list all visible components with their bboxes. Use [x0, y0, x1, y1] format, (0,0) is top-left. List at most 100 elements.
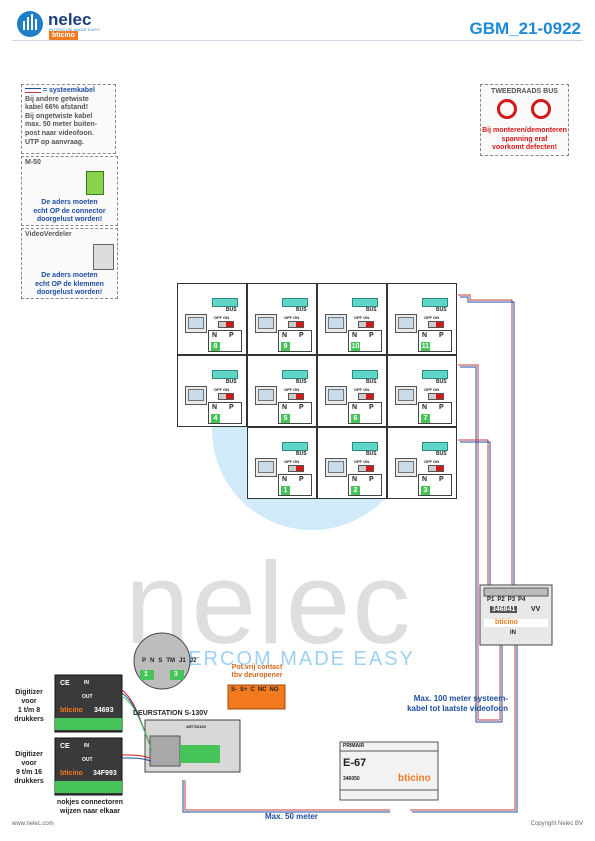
distributor-brand: bticino [495, 619, 518, 626]
bus-terminal-icon [352, 298, 378, 307]
cable-note-line: kabel 66% afstand! [25, 104, 89, 112]
bus-label: BUS [296, 307, 307, 313]
psu-title: E-67 [343, 757, 367, 769]
termination-switch[interactable] [288, 393, 304, 400]
digitizer1-line: voor [21, 698, 37, 705]
termination-switch[interactable] [358, 393, 374, 400]
brand-tagline: INTERCOM MADE EASY [49, 27, 101, 32]
brand-name: nelec [48, 10, 92, 29]
videoverdeler-device-icon [93, 244, 114, 270]
terminal-label: N [150, 658, 155, 664]
termination-switch[interactable] [428, 465, 444, 472]
relay-terminal: NO [269, 687, 279, 693]
bus-terminal-icon [422, 298, 448, 307]
termination-switch[interactable] [288, 321, 304, 328]
p-label: P [439, 332, 444, 339]
bus-terminal-icon [282, 298, 308, 307]
header-divider [12, 40, 583, 41]
p-label: P [439, 476, 444, 483]
bus-warning-line: spanning eraf [501, 135, 548, 143]
n-label: N [282, 476, 288, 483]
distributor-port: P2 [497, 597, 505, 603]
distributor-in: IN [510, 630, 516, 636]
watermark-tagline: INTERCOM MADE EASY [150, 648, 415, 670]
termination-switch[interactable] [218, 321, 234, 328]
videoverdeler-title: VideoVerdeler [25, 231, 72, 238]
terminal-label: S [158, 658, 163, 664]
no-plug-icon [497, 99, 517, 119]
off-on-label: OFF ON [214, 315, 230, 320]
cable-note-line: max. 50 meter buiten- [25, 121, 97, 129]
psu-brand: bticino [398, 773, 431, 784]
termination-switch[interactable] [358, 465, 374, 472]
bus-terminal-icon [282, 370, 308, 379]
m50-note-line: echt OP de connector [33, 207, 106, 215]
relay-terminal: C [250, 687, 255, 693]
cable-note-line: Bij ongetwiste kabel [25, 112, 93, 120]
bus-label: BUS [366, 379, 377, 385]
max100-label: Max. 100 meter systeem- kabel tot laatst… [378, 694, 508, 714]
digitizer1-in: IN [84, 680, 89, 686]
p-label: P [369, 332, 374, 339]
videophone-icon [325, 314, 347, 333]
bus-terminal-icon [422, 442, 448, 451]
off-on-label: OFF ON [354, 315, 370, 320]
termination-switch[interactable] [288, 465, 304, 472]
off-on-label: OFF ON [284, 459, 300, 464]
terminal-label: TM [166, 658, 176, 664]
videophone-icon [325, 386, 347, 405]
digitizer1-label: Digitizer voor 1 t/m 8 drukkers [6, 688, 52, 724]
bus-wires [182, 294, 518, 813]
distributor-vv: VV [531, 606, 541, 613]
door-station-model: ARTS3100 [186, 724, 206, 729]
n-label: N [352, 476, 358, 483]
bus-label: BUS [366, 451, 377, 457]
monitor-number: 5 [281, 414, 290, 423]
off-on-label: OFF ON [354, 459, 370, 464]
np-connector: N P 2 [348, 474, 382, 496]
n-label: N [212, 404, 218, 411]
termination-switch[interactable] [358, 321, 374, 328]
relay-terminal: NC [257, 687, 267, 693]
videophone-icon [185, 314, 207, 333]
bus-terminal-icon [352, 370, 378, 379]
nelec-logo-icon [17, 11, 43, 37]
digitizer1-model: 34693 [94, 707, 114, 714]
videoverdeler-note: VideoVerdeler De aders moeten echt OP de… [21, 228, 118, 299]
cable-note-line: Bij andere getwiste [25, 95, 89, 103]
n-label: N [282, 404, 288, 411]
digitizer2-brand: bticino [60, 770, 83, 777]
bus-label: BUS [296, 379, 307, 385]
no-voltage-icon [531, 99, 551, 119]
p-label: P [369, 476, 374, 483]
digitizer2-ce: CE [60, 743, 70, 750]
monitor-number: 8 [211, 342, 220, 351]
monitor-number: 2 [351, 486, 360, 495]
termination-switch[interactable] [428, 321, 444, 328]
monitor-number: 3 [421, 486, 430, 495]
off-on-label: OFF ON [284, 315, 300, 320]
termination-switch[interactable] [218, 393, 234, 400]
termination-switch[interactable] [428, 393, 444, 400]
p-label: P [229, 404, 234, 411]
cable-note-line: UTP op aanvraag. [25, 138, 85, 146]
videophone-icon [395, 386, 417, 405]
distributor-port: P3 [507, 597, 516, 603]
relay-terminal: S+ [240, 687, 248, 693]
distributor-port: P4 [518, 597, 526, 603]
terminal-magnifier [133, 632, 191, 690]
video-distributor [479, 584, 553, 646]
bus-label: BUS [436, 451, 447, 457]
digitizer1-brand: bticino [60, 707, 83, 714]
bus-label: BUS [366, 307, 377, 313]
p-label: P [369, 404, 374, 411]
